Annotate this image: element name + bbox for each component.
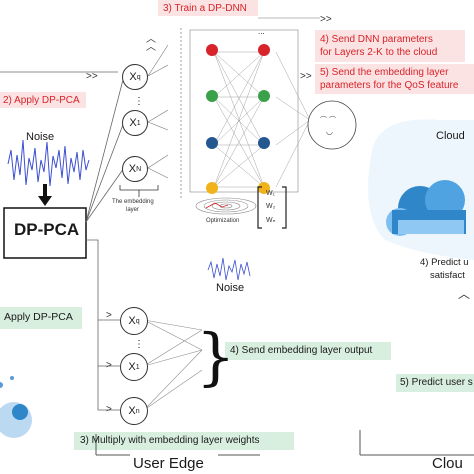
- noise-wave-left: [7, 139, 90, 187]
- send-emb-label-1: 5) Send the embedding layer: [320, 67, 449, 78]
- multiply-box: [74, 432, 294, 450]
- svg-text:︿: ︿: [146, 34, 156, 45]
- cloud-label: Cloud: [436, 130, 465, 142]
- predict-sat-label-2: satisfact: [430, 270, 465, 281]
- vdots-top: ⋮: [134, 96, 144, 107]
- embedding-label-1: The embedding: [112, 199, 154, 205]
- send-params-label-2: for Layers 2-K to the cloud: [320, 47, 438, 58]
- cloud-bottom-label: Clou: [432, 455, 463, 472]
- apply-pca-bottom-label: Apply DP-PCA: [4, 311, 73, 323]
- svg-text:⌒ ⌒: ⌒ ⌒: [320, 116, 336, 124]
- svg-text:>: >: [106, 360, 112, 371]
- svg-text:>: >: [106, 310, 112, 321]
- svg-text:︿: ︿: [458, 287, 470, 301]
- weight-w1: W₁: [266, 190, 275, 197]
- predict-user-box: [396, 374, 474, 392]
- send-output-box: [225, 342, 391, 360]
- dots-label: ...: [258, 27, 265, 36]
- apply-pca-bottom-box: [0, 307, 82, 329]
- train-step-box: [158, 0, 258, 16]
- send-emb-label-2: parameters for the QoS feature: [320, 80, 459, 91]
- svg-text:>>: >>: [86, 71, 98, 82]
- dp-pca-label: DP-PCA: [14, 220, 80, 239]
- cloud-icon: [386, 180, 466, 236]
- send-params-label-1: 4) Send DNN parameters: [320, 34, 433, 45]
- svg-text:◡: ◡: [326, 127, 333, 136]
- send-output-label: 4) Send embedding layer output: [230, 345, 373, 356]
- send-emb-box: [315, 64, 474, 94]
- apply-pca-top-box: [0, 92, 86, 108]
- noise-center-label: Noise: [216, 282, 245, 294]
- svg-text:>: >: [106, 404, 112, 415]
- user-edge-label: User Edge: [133, 455, 204, 472]
- weight-w2: W₂: [266, 203, 276, 210]
- noise-left-label: Noise: [26, 131, 55, 143]
- svg-text:>>: >>: [300, 71, 312, 82]
- svg-text:︿: ︿: [146, 42, 156, 53]
- noise-wave-center: [207, 257, 251, 281]
- weight-wn: Wₙ: [266, 217, 276, 224]
- predict-sat-label-1: 4) Predict u: [420, 257, 469, 268]
- vdots-bottom: ⋮: [134, 339, 144, 350]
- predict-user-label: 5) Predict user s: [400, 377, 473, 388]
- send-params-box: [315, 30, 465, 62]
- optimization-label: Optimization: [206, 218, 240, 224]
- apply-pca-top-label: 2) Apply DP-PCA: [3, 95, 80, 106]
- svg-text:>>: >>: [320, 14, 332, 25]
- train-step-label: 3) Train a DP-DNN: [163, 3, 247, 14]
- multiply-label: 3) Multiply with embedding layer weights: [80, 435, 260, 446]
- embedding-label-2: layer: [126, 207, 140, 213]
- svg-text:}: }: [196, 320, 235, 393]
